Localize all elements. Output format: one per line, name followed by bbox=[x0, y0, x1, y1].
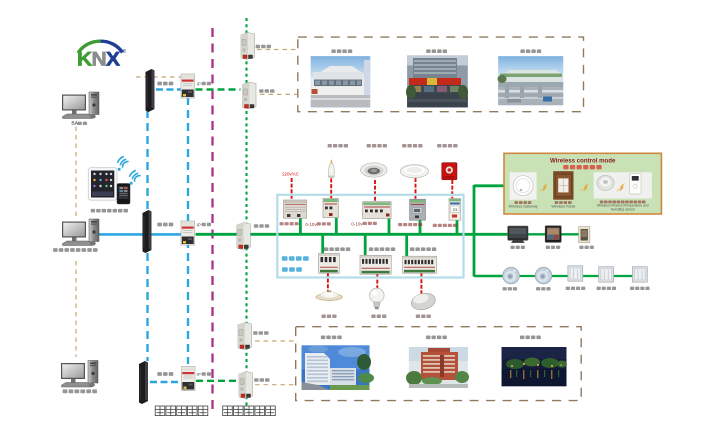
svg-text:0-10v: 0-10v bbox=[305, 222, 317, 227]
svg-text:220v/AC: 220v/AC bbox=[282, 171, 299, 176]
svg-text:IP: IP bbox=[197, 372, 201, 377]
svg-text:Wireless Gateway: Wireless Gateway bbox=[509, 205, 538, 209]
svg-text:IP: IP bbox=[197, 81, 201, 86]
svg-text:Wireless infrared (Temperature: Wireless infrared (Temperature and bbox=[597, 204, 649, 208]
svg-text:humidity) sensor: humidity) sensor bbox=[611, 207, 636, 211]
svg-text:Wireless control mode: Wireless control mode bbox=[550, 158, 616, 165]
svg-text:BA: BA bbox=[71, 121, 78, 127]
svg-text:0-10v: 0-10v bbox=[351, 222, 363, 227]
svg-text:®: ® bbox=[123, 48, 127, 55]
svg-text:KNX: KNX bbox=[77, 49, 120, 70]
svg-text:23: 23 bbox=[453, 207, 458, 212]
svg-text:Wireless Panel: Wireless Panel bbox=[551, 205, 575, 209]
svg-text:IP: IP bbox=[197, 222, 201, 227]
